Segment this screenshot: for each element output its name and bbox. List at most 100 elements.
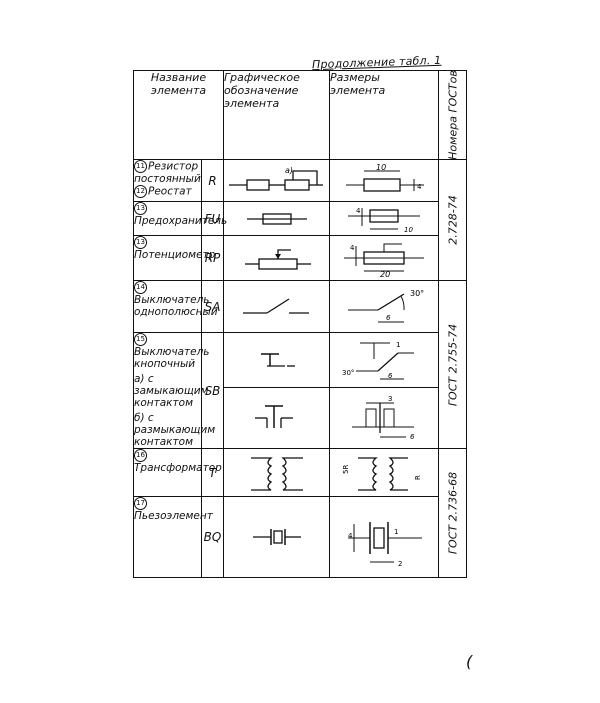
header-standard: Номера ГОСТов (438, 70, 467, 160)
dim-small: 1 (396, 341, 400, 349)
dim-h: 4 (348, 532, 353, 540)
row-code: T (201, 448, 224, 497)
dims-pot: 4 20 (329, 235, 439, 281)
dim-w: 20 (380, 270, 390, 278)
row-number: 17 (134, 497, 147, 510)
transformer-symbol (250, 456, 303, 491)
table-row: 17Пьезоэлемент BQ (133, 496, 467, 578)
row-code: R (201, 159, 224, 202)
standard-text: ГОСТ 2.736-68 (446, 471, 459, 555)
graphic-piezo (223, 496, 330, 578)
dim-len: 6 (410, 433, 415, 441)
row-name-text: Выключатель кнопочный (134, 346, 210, 370)
row-number: 16 (134, 449, 147, 462)
marker-a: а) (285, 166, 293, 175)
standard-text: 2.728-74 (446, 195, 459, 245)
graphic-button-make (223, 331, 330, 389)
piezo-symbol (252, 529, 301, 545)
row-code: SB (201, 332, 224, 449)
row-number: 13 (134, 202, 147, 215)
row-name-piezo: 17Пьезоэлемент (133, 496, 213, 578)
dims-fuse: 4 10 (329, 201, 439, 236)
element-table: Название элемента Графическое обозначени… (133, 70, 467, 578)
dim-top: 10 (376, 163, 386, 172)
table-row: 15Выключатель кнопочный а) с замыкающим … (133, 331, 467, 449)
row-code: RP (201, 235, 224, 281)
row-number: 12 (134, 185, 147, 198)
dims-piezo: 4 1 2 (329, 496, 439, 578)
standard-cell-1: 2.728-74 (438, 159, 467, 281)
row-code: FU (201, 201, 224, 236)
button-make-symbol (260, 353, 295, 367)
row-sub-a: а) с замыкающим контактом (134, 373, 209, 409)
resistor-dims: 10 4 (346, 163, 424, 192)
dims-button-break: 3 6 (329, 387, 439, 449)
row-code: BQ (201, 496, 224, 578)
row-name-pot: 13Потенциометр (133, 235, 215, 281)
row-name-text: Пьезоэлемент (134, 510, 213, 522)
row-number: 15 (134, 333, 147, 346)
row-name-switch: 14Выключатель однополюсный (133, 280, 218, 333)
dim-a: 5R (342, 464, 350, 473)
table-row: 16Трансформатор T 5R R ГОСТ 2.736-68 (133, 448, 467, 578)
table-row: 13Предохранитель FU 4 10 (133, 201, 467, 236)
table-row: 14Выключатель однополюсный SA 30° 6 (133, 280, 467, 449)
row-number: 14 (134, 281, 147, 294)
dim-top: 3 (388, 395, 392, 403)
dims-button-make: 30° 6 1 (329, 331, 439, 389)
fuse-symbol (246, 212, 307, 225)
margin-mark: ( (466, 652, 473, 671)
standard-cell-3: ГОСТ 2.736-68 (438, 448, 467, 578)
dims-resistor: 10 4 (329, 159, 439, 202)
row-name-text: Потенциометр (134, 249, 216, 261)
standard-cell-2: ГОСТ 2.755-74 (438, 280, 467, 449)
button-break-symbol (254, 405, 293, 429)
header-standard-text: Номера ГОСТов (446, 70, 459, 160)
row-name-text: Резистор постоянный (134, 160, 201, 185)
dim-len: 6 (388, 372, 393, 380)
graphic-resistor: а) (223, 159, 330, 202)
row-number: 13 (134, 236, 147, 249)
row-name-text: Трансформатор (134, 462, 222, 474)
resistor-symbol: а) (228, 166, 323, 191)
row-number: 11 (134, 160, 147, 173)
graphic-switch (223, 280, 330, 333)
fuse-dims: 4 10 (348, 207, 420, 234)
dim-h: 4 (356, 207, 361, 215)
graphic-transformer (223, 448, 330, 497)
potentiometer-dims: 4 20 (344, 243, 424, 278)
potentiometer-symbol (244, 249, 311, 270)
dim-b: R (414, 475, 422, 480)
graphic-fuse (223, 201, 330, 236)
dim-w: 10 (404, 226, 413, 234)
header-row: Название элемента Графическое обозначени… (133, 70, 467, 160)
standard-text: ГОСТ 2.755-74 (446, 323, 459, 406)
table-caption: Продолжение табл. 1 (311, 53, 442, 72)
dims-transformer: 5R R (329, 448, 439, 497)
graphic-button-break (223, 387, 330, 449)
header-name: Название элемента (133, 70, 224, 160)
table-row: 13Потенциометр RP 4 (133, 235, 467, 281)
header-dims: Размеры элемента (329, 70, 439, 160)
button-make-dims: 30° 6 1 (342, 341, 414, 380)
row-name-button: 15Выключатель кнопочный а) с замыкающим … (133, 332, 215, 449)
row-code: SA (201, 280, 224, 333)
piezo-dims: 4 1 2 (348, 522, 422, 568)
table-row: 3 6 (134, 387, 467, 449)
row-name-text: Выключатель однополюсный (134, 294, 218, 318)
switch-symbol (242, 297, 309, 314)
dim-angle: 30° (410, 289, 424, 298)
dim-angle: 30° (342, 369, 354, 377)
header-graphic: Графическое обозначение элемента (223, 70, 330, 160)
dim-l: 2 (398, 560, 402, 568)
switch-dims: 30° 6 (348, 289, 424, 322)
dims-switch: 30° 6 (329, 280, 439, 333)
dim-w: 1 (394, 528, 398, 536)
dim-side: 4 (417, 183, 422, 191)
dim-len: 6 (386, 314, 391, 322)
row-name-transformer: 16Трансформатор (133, 448, 222, 497)
row-name-text-b: Реостат (148, 185, 192, 198)
